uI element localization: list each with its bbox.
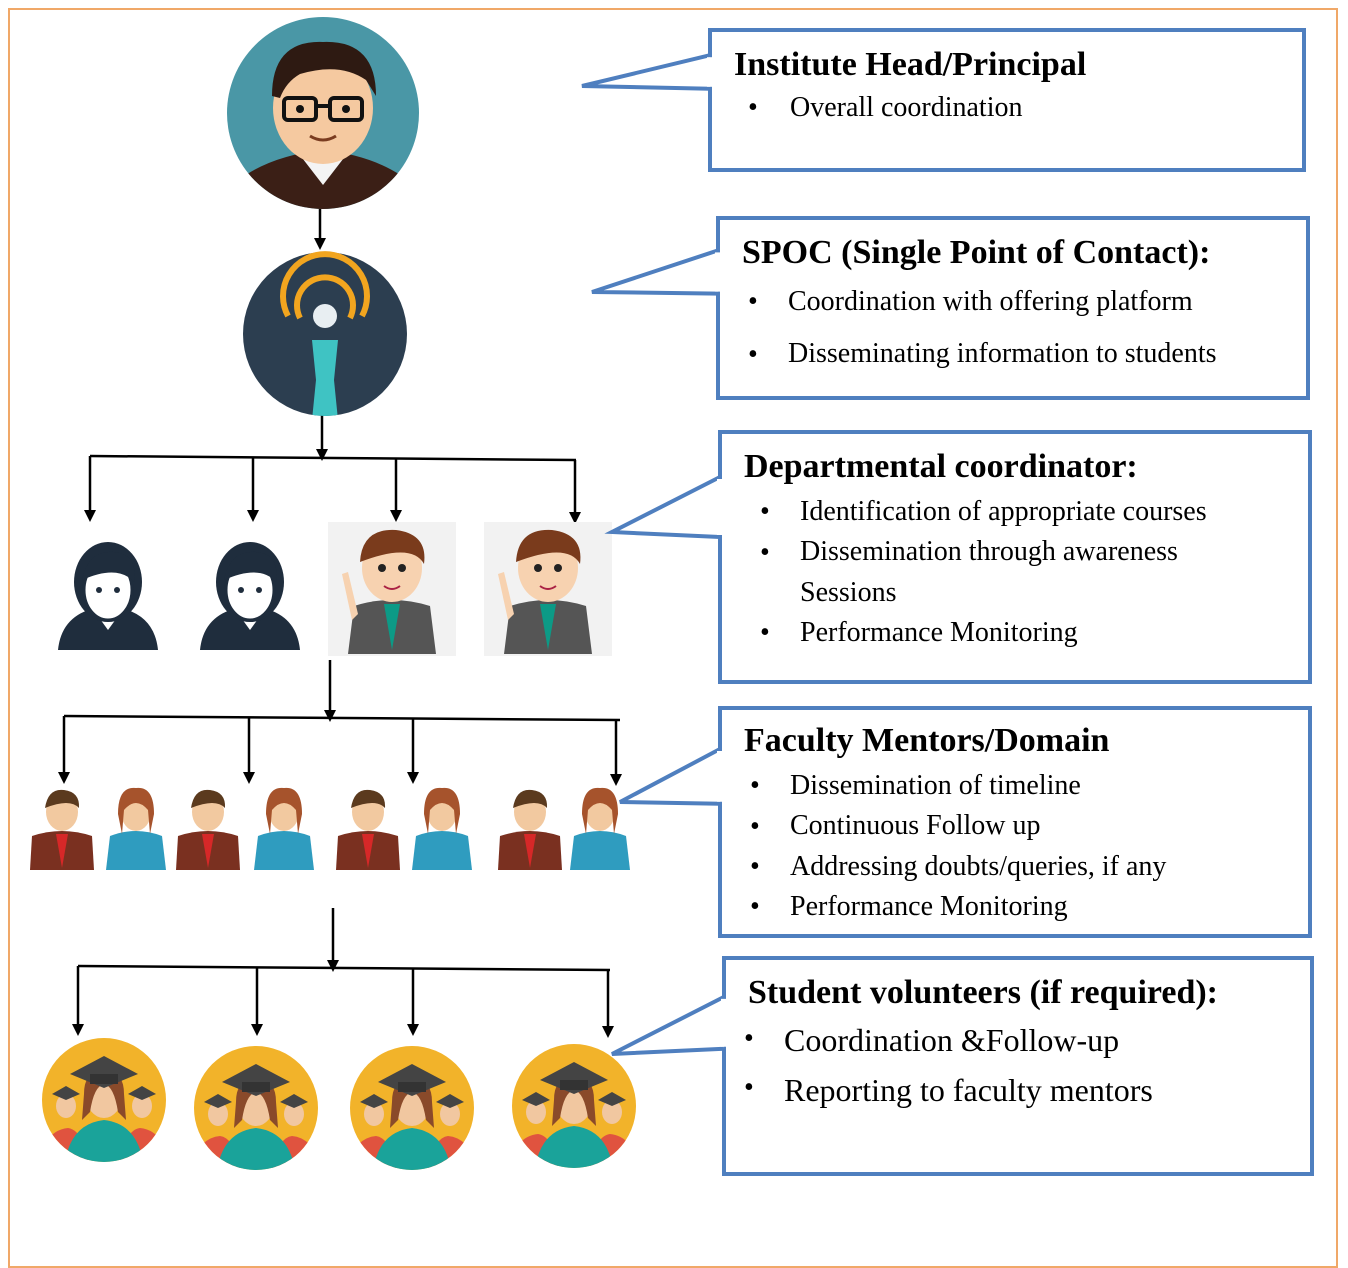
callout-bullet-item: Coordination with offering platform	[718, 284, 1217, 320]
callout-bullet-item: Overall coordination	[710, 90, 1022, 126]
woman-avatar-icon	[200, 542, 300, 650]
callout-bullet-item: Performance Monitoring	[720, 889, 1166, 925]
woman-avatar-icon	[58, 542, 158, 650]
man-suit-icon	[30, 789, 94, 870]
callout-bullet-item: Performance Monitoring	[720, 615, 1207, 651]
principal-avatar-icon	[227, 17, 419, 209]
bus-coordinators	[89, 454, 577, 462]
callout-bullet-item: Addressing doubts/queries, if any	[720, 849, 1166, 885]
graduates-icon	[194, 1046, 318, 1170]
callout-title: SPOC (Single Point of Contact):	[742, 234, 1211, 271]
woman-icon	[412, 787, 472, 870]
man-pointing-icon	[484, 522, 612, 656]
graduates-icon	[350, 1046, 474, 1170]
callout-5: Student volunteers (if required): Coordin…	[724, 958, 1312, 1174]
callout-4: Faculty Mentors/DomainDissemination of t…	[720, 708, 1310, 936]
callout-3: Departmental coordinator: Identification …	[720, 432, 1310, 682]
man-suit-icon	[176, 789, 240, 870]
callout-bullet-item: Continuous Follow up	[720, 808, 1166, 844]
callout-1: Institute Head/PrincipalOverall coordina…	[710, 30, 1304, 170]
woman-icon	[254, 787, 314, 870]
connectors	[58, 188, 622, 1038]
man-suit-icon	[336, 789, 400, 870]
callout-title: Faculty Mentors/Domain	[744, 722, 1110, 759]
callout-bullets: Coordination &Follow-upReporting to facu…	[724, 1020, 1153, 1119]
callout-bullet-item: Sessions	[800, 576, 897, 608]
callout-shape-5	[611, 956, 1314, 1176]
bus-mentors	[63, 714, 621, 722]
callout-bullets: Identification of appropriate coursesDis…	[720, 494, 1207, 656]
callout-title: Departmental coordinator:	[744, 448, 1138, 485]
man-suit-icon	[498, 789, 562, 870]
callout-bullet-item: Dissemination through awareness	[720, 534, 1207, 570]
student-icons	[42, 1038, 636, 1170]
graduates-icon	[42, 1038, 166, 1162]
callout-bullet-item: Reporting to faculty mentors	[724, 1070, 1153, 1112]
callout-title: Student volunteers (if required):	[748, 974, 1219, 1011]
callout-bullets: Dissemination of timelineContinuous Foll…	[720, 768, 1166, 930]
broadcast-person-icon	[243, 251, 407, 416]
woman-icon	[106, 787, 166, 870]
callout-bullet-item: Identification of appropriate courses	[720, 494, 1207, 530]
callout-bullets: Overall coordination	[710, 90, 1022, 126]
callout-title: Institute Head/Principal	[734, 46, 1087, 83]
callout-bullet-item: Dissemination of timeline	[720, 768, 1166, 804]
coordinator-icons	[58, 522, 612, 656]
mentor-icons	[30, 787, 630, 870]
bus-students	[77, 964, 611, 972]
callout-bullet-item: Disseminating information to students	[718, 336, 1217, 372]
man-pointing-icon	[328, 522, 456, 656]
callout-2: SPOC (Single Point of Contact): Coordinat…	[718, 218, 1308, 398]
woman-icon	[570, 787, 630, 870]
callout-bullets: Coordination with offering platformDisse…	[718, 284, 1217, 389]
callout-bullet-item: Coordination &Follow-up	[724, 1020, 1153, 1062]
graduates-icon	[512, 1044, 636, 1168]
